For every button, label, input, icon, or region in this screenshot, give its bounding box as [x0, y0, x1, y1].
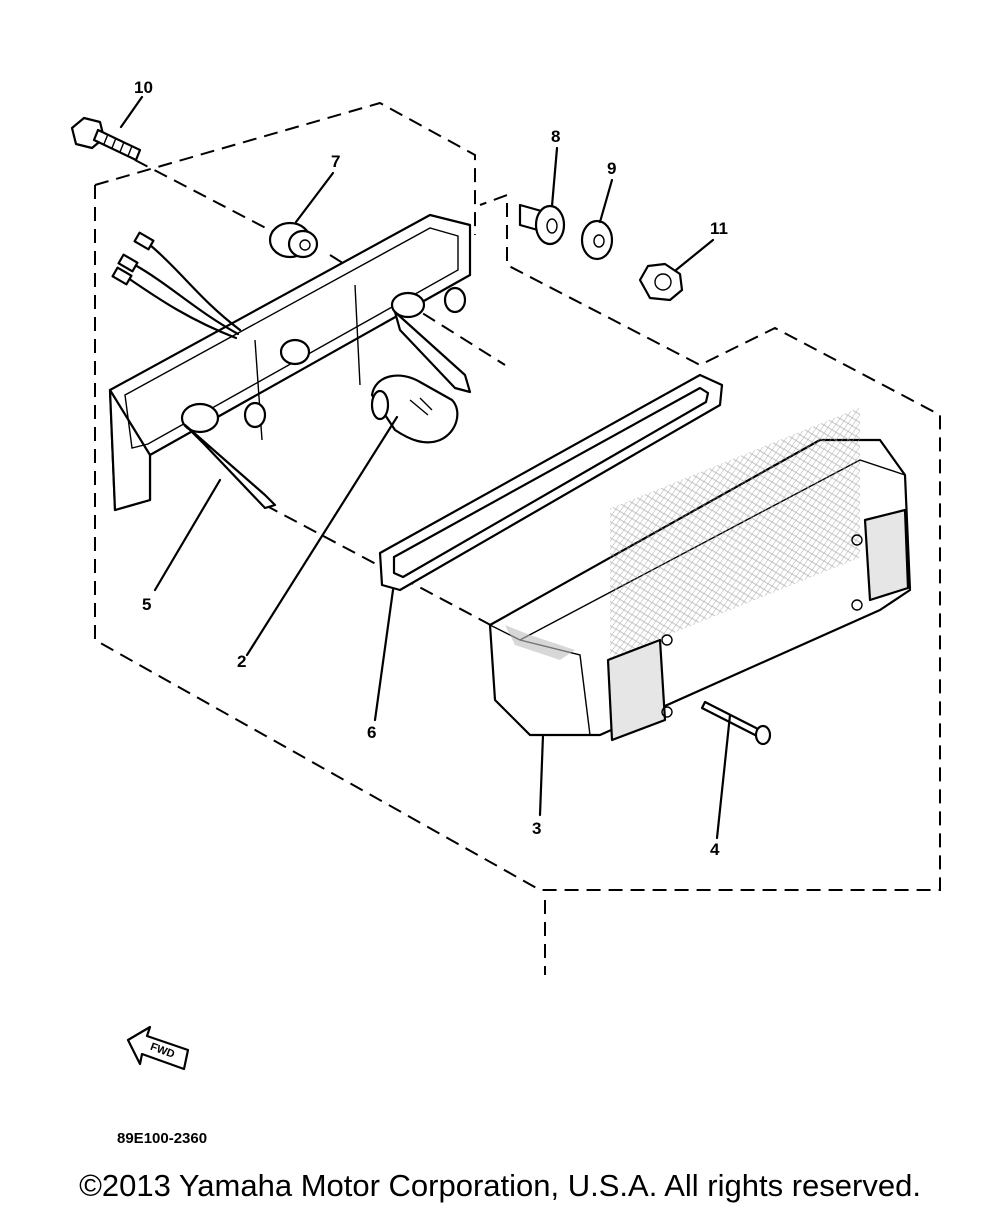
collar [518, 203, 566, 246]
callout-11: 11 [710, 219, 728, 238]
bulb [370, 374, 459, 444]
callout-leaders [119, 95, 732, 840]
assembly-boundary [94, 101, 941, 975]
flange-nut [638, 262, 684, 302]
callout-labels: 10 7 8 9 11 5 2 6 3 4 [134, 78, 728, 859]
flange-bolt [70, 116, 142, 162]
callout-9: 9 [607, 159, 616, 178]
callout-6: 6 [367, 723, 376, 742]
copyright-notice: ©2013 Yamaha Motor Corporation, U.S.A. A… [79, 1168, 921, 1203]
fwd-arrow-icon: FWD [126, 1025, 190, 1071]
lens-screw [700, 700, 772, 746]
callout-8: 8 [551, 127, 560, 146]
gasket [378, 373, 724, 592]
callout-10: 10 [134, 78, 153, 97]
callout-7: 7 [331, 152, 340, 171]
washer [580, 219, 614, 261]
callout-3: 3 [532, 819, 541, 838]
callout-4: 4 [710, 840, 720, 859]
callout-2: 2 [237, 652, 246, 671]
lamp-housing [108, 213, 472, 512]
lamp-lens [488, 407, 912, 742]
grommet [268, 221, 319, 259]
diagram-code: 89E100-2360 [117, 1130, 207, 1147]
callout-5: 5 [142, 595, 151, 614]
wire-harness [111, 231, 242, 340]
